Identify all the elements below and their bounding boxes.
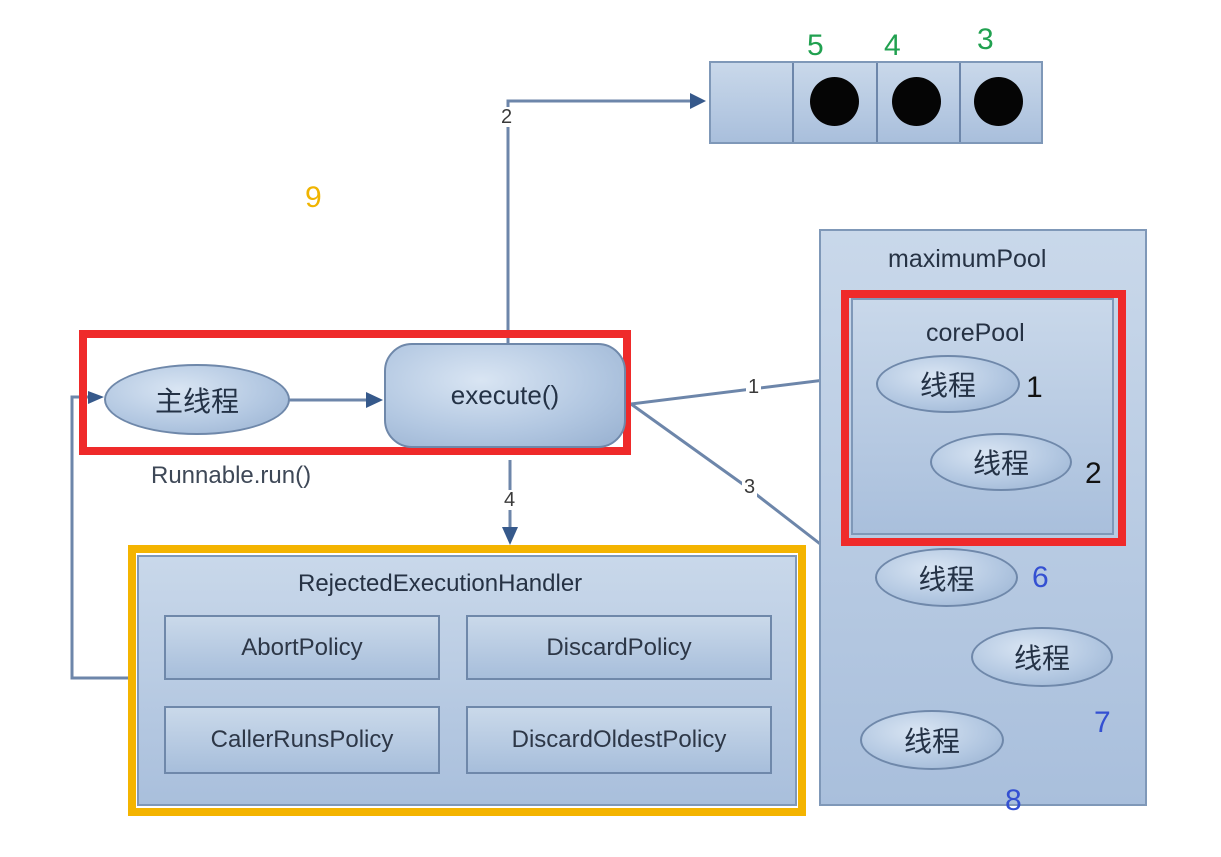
runnable-run-label: Runnable.run() bbox=[151, 462, 312, 489]
rejection-handler-highlight bbox=[128, 545, 806, 816]
annotation-3: 3 bbox=[977, 23, 994, 56]
core-step-label: 1 bbox=[746, 376, 762, 398]
queued-task-icon bbox=[974, 77, 1023, 126]
max-step-label: 3 bbox=[742, 476, 758, 498]
queued-task-icon bbox=[892, 77, 941, 126]
annotation-4: 4 bbox=[884, 29, 901, 62]
main-to-execute-arrowhead bbox=[366, 392, 383, 408]
max-thread-node: 线程 bbox=[860, 710, 1004, 770]
caller-runs-policy: CallerRunsPolicy bbox=[164, 706, 440, 774]
queue-box bbox=[709, 61, 1043, 144]
core-pool-box bbox=[851, 298, 1114, 535]
annotation-7: 7 bbox=[1094, 706, 1111, 739]
main-thread-node: 主线程 bbox=[104, 364, 290, 435]
max-arrow-line bbox=[630, 402, 851, 569]
core-thread-node: 线程 bbox=[876, 355, 1020, 413]
submission-highlight bbox=[79, 330, 631, 455]
discard-policy: DiscardPolicy bbox=[466, 615, 772, 680]
queue-divider-2 bbox=[876, 63, 878, 142]
core-thread-node: 线程 bbox=[930, 433, 1072, 491]
main-return-arrowhead bbox=[88, 391, 104, 404]
execute-node: execute() bbox=[384, 343, 626, 448]
annotation-1: 1 bbox=[1026, 371, 1043, 404]
rejection-handler-title: RejectedExecutionHandler bbox=[298, 570, 583, 597]
max-thread-node: 线程 bbox=[971, 627, 1113, 687]
queue-arrowhead bbox=[690, 93, 706, 109]
core-pool-title: corePool bbox=[926, 319, 1025, 347]
queue-divider-1 bbox=[792, 63, 794, 142]
core-pool-highlight bbox=[841, 290, 1126, 546]
annotation-9: 9 bbox=[305, 181, 322, 214]
queue-arrow-line bbox=[506, 99, 690, 344]
annotation-5: 5 bbox=[807, 29, 824, 62]
annotation-8: 8 bbox=[1005, 784, 1022, 817]
discard-oldest-policy: DiscardOldestPolicy bbox=[466, 706, 772, 774]
handler-step-label: 4 bbox=[502, 489, 518, 511]
abort-policy: AbortPolicy bbox=[164, 615, 440, 680]
queue-divider-3 bbox=[959, 63, 961, 142]
handler-arrowhead bbox=[502, 527, 518, 545]
maximum-pool-title: maximumPool bbox=[888, 245, 1047, 273]
annotation-2: 2 bbox=[1085, 457, 1102, 490]
queue-step-label: 2 bbox=[499, 106, 515, 128]
core-arrow-line bbox=[630, 375, 850, 406]
queued-task-icon bbox=[810, 77, 859, 126]
max-thread-node: 线程 bbox=[875, 548, 1018, 607]
annotation-6: 6 bbox=[1032, 561, 1049, 594]
